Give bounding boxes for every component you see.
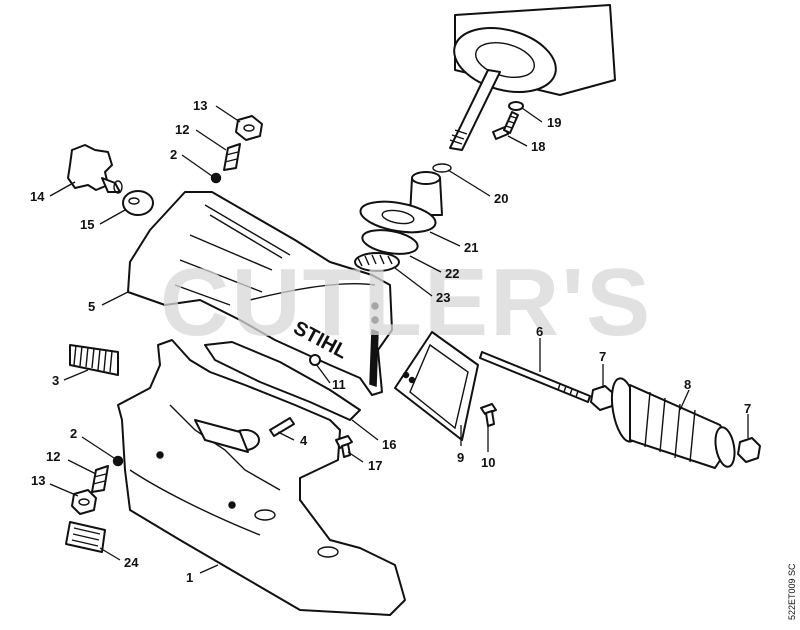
callout-9: 9: [457, 450, 464, 465]
pin-4: [269, 417, 295, 437]
nut-13-top: [235, 115, 263, 141]
drive-tube: [449, 4, 616, 151]
washer-15: [122, 190, 154, 216]
callout-24: 24: [124, 555, 139, 570]
callout-2-bottom: 2: [70, 426, 77, 441]
flange-stack: [354, 163, 452, 272]
callout-11: 11: [332, 377, 346, 392]
callout-14: 14: [30, 189, 45, 204]
leader-lines: [49, 105, 749, 574]
callout-4: 4: [300, 433, 308, 448]
nut-7-right: [737, 437, 761, 463]
callout-13-top: 13: [193, 98, 207, 113]
callout-7-left: 7: [599, 349, 606, 364]
callout-3: 3: [52, 373, 59, 388]
nut-7-left: [590, 385, 615, 411]
gasket: [204, 341, 361, 421]
bolt-6: [479, 351, 591, 403]
callout-12-top: 12: [175, 122, 189, 137]
callout-16: 16: [382, 437, 396, 452]
star-knob: [67, 144, 123, 194]
gear-housing: STIHL: [127, 191, 393, 396]
callout-10: 10: [481, 455, 495, 470]
ball-2-top: [210, 172, 222, 184]
screw-11: [309, 354, 321, 366]
callout-17: 17: [368, 458, 382, 473]
callout-1: 1: [186, 570, 193, 585]
callout-6: 6: [536, 324, 543, 339]
watermark: CUTLER'S: [160, 249, 652, 356]
nut-13-bottom: [71, 489, 97, 515]
plate-24: [65, 521, 106, 553]
drawing-code: 522ET009 SC: [787, 563, 797, 620]
callout-19: 19: [547, 115, 561, 130]
callout-15: 15: [80, 217, 94, 232]
ball-2-bottom: [112, 455, 124, 467]
callout-2-top: 2: [170, 147, 177, 162]
callout-18: 18: [531, 139, 545, 154]
plate-9: [394, 331, 479, 441]
callout-12-bottom: 12: [46, 449, 60, 464]
callout-21: 21: [464, 240, 478, 255]
screw-12-bottom: [91, 465, 109, 493]
callout-20: 20: [494, 191, 508, 206]
callout-8: 8: [684, 377, 691, 392]
spring-3: [69, 344, 119, 376]
washer-19: [508, 101, 524, 111]
callout-22: 22: [445, 266, 459, 281]
callout-23: 23: [436, 290, 450, 305]
screw-12-top: [223, 143, 241, 171]
callout-13-bottom: 13: [31, 473, 45, 488]
handle-8: [610, 377, 736, 469]
callout-5: 5: [88, 299, 95, 314]
screw-17: [335, 435, 353, 458]
guard: [117, 339, 406, 616]
screw-10: [480, 403, 497, 427]
screw-18: [492, 111, 519, 140]
callout-7-right: 7: [744, 401, 751, 416]
callouts: 13 12 2 14 15 5 3 4 11 16 17 2 12 13 24 …: [30, 98, 751, 585]
